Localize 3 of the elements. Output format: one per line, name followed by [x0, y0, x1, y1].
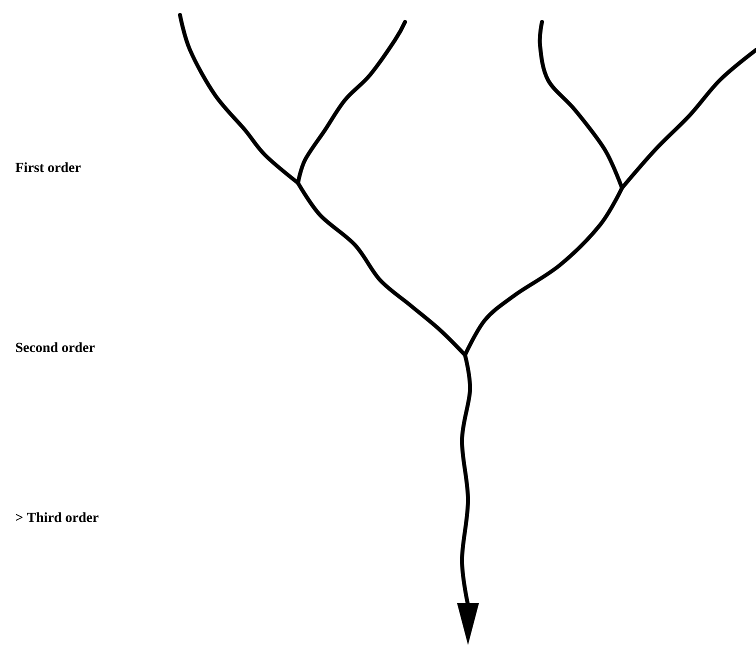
order-label: > Third order — [16, 512, 98, 522]
order-label: Second order — [16, 342, 95, 352]
order-label: First order — [16, 162, 81, 172]
